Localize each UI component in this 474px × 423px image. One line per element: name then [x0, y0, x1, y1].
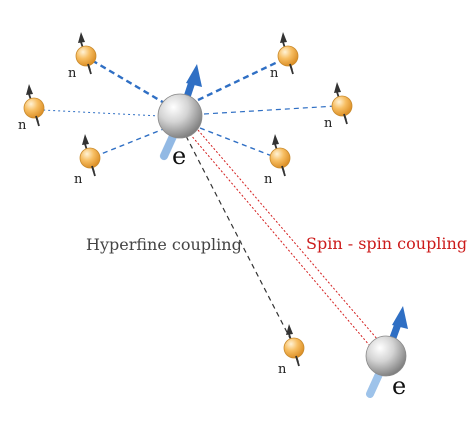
nucleus-arrowhead-icon	[272, 134, 279, 145]
nucleus-arrowhead-icon	[82, 134, 89, 145]
nucleus-sphere	[331, 95, 353, 117]
nucleus-arrowhead-icon	[26, 84, 33, 95]
nucleus-arrowhead-icon	[334, 82, 341, 93]
electron-spin-tail	[366, 368, 384, 398]
electron-spin-tail	[160, 130, 178, 160]
nucleus-label: n	[324, 116, 333, 131]
nucleus-sphere	[283, 337, 305, 359]
nucleus-3: n	[18, 84, 45, 133]
nucleus-label: n	[74, 172, 83, 187]
electron-spin-arrowhead-icon	[392, 306, 408, 329]
nucleus-label: n	[270, 66, 279, 81]
nucleus-5: n	[74, 134, 101, 187]
electron-spin-arrowhead-icon	[186, 64, 202, 87]
nucleus-sphere	[269, 147, 291, 169]
nucleus-1: n	[68, 32, 97, 81]
electron-sphere	[157, 93, 203, 139]
nucleus-6: n	[264, 134, 291, 187]
nucleus-label: n	[264, 172, 273, 187]
nucleus-7: n	[278, 324, 305, 377]
hyperfine-lines	[41, 56, 337, 343]
nucleus-label: n	[68, 66, 77, 81]
nucleus-sphere	[23, 97, 45, 119]
nucleus-arrowhead-icon	[78, 32, 85, 43]
hyperfine-line-far-nucleus	[185, 135, 293, 343]
spin-spin-coupling-label: Spin - spin coupling	[306, 234, 467, 253]
hyperfine-coupling-label: Hyperfine coupling	[86, 235, 242, 254]
hyperfine-line-upper-left	[87, 56, 167, 106]
hyperfine-line-left	[41, 109, 161, 117]
electron-label: e	[172, 142, 186, 170]
hyperfine-line-lower-right	[199, 127, 273, 157]
nucleus-label: n	[278, 362, 287, 377]
nucleus-2: n	[270, 32, 299, 81]
electron-label: e	[392, 372, 406, 400]
hyperfine-line-upper-right	[197, 56, 287, 102]
nucleus-4: n	[324, 82, 353, 131]
nucleus-sphere	[277, 45, 299, 67]
nucleus-sphere	[75, 45, 97, 67]
nucleus-arrowhead-icon	[286, 324, 293, 335]
nucleus-arrowhead-icon	[280, 32, 287, 43]
electron-sphere	[365, 335, 407, 377]
hyperfine-line-lower-left	[95, 127, 167, 157]
nucleus-sphere	[79, 147, 101, 169]
hyperfine-line-right	[203, 105, 337, 115]
electron-2: e	[365, 306, 408, 400]
electron-1: e	[157, 64, 203, 170]
nucleus-label: n	[18, 118, 27, 133]
